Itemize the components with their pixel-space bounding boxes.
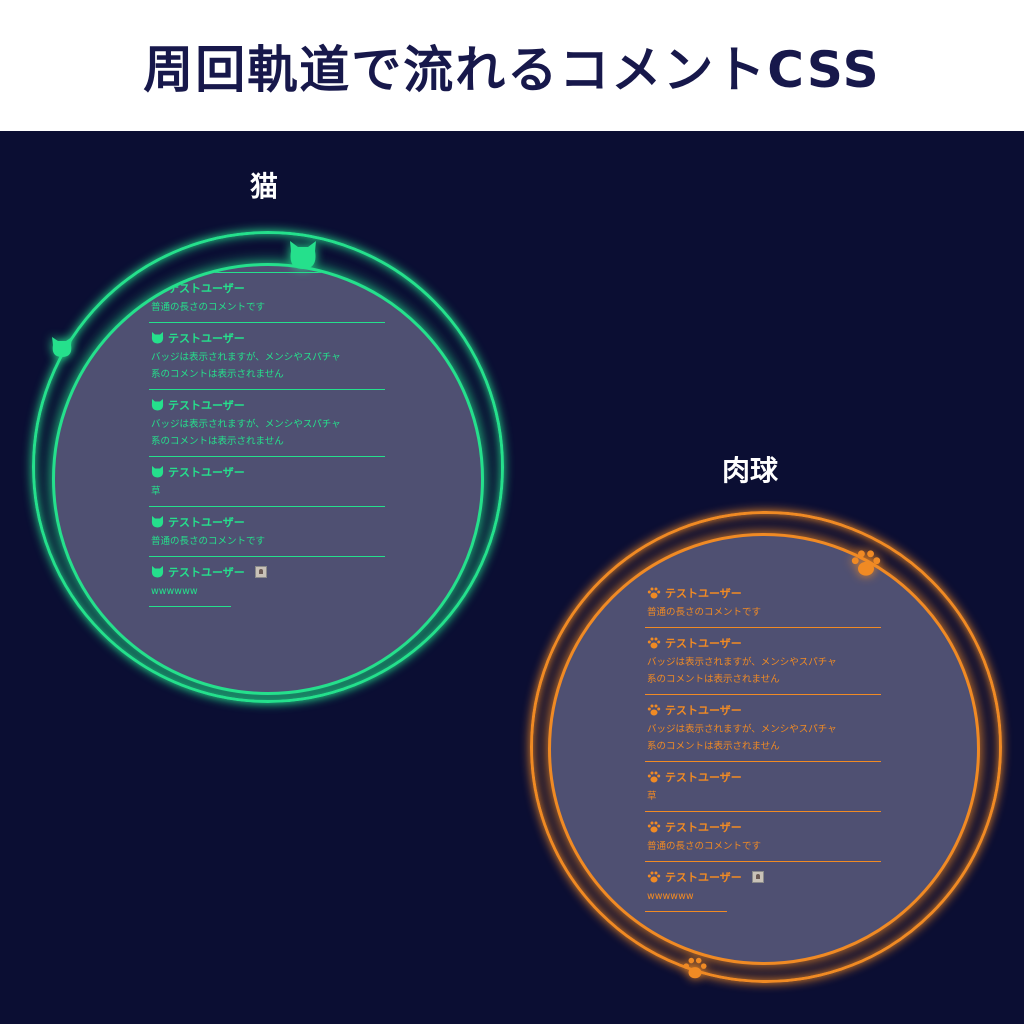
- comment-username: テストユーザー: [168, 332, 245, 345]
- comment-disc: テストユーザー 普通の長さのコメントです テストユーザー バッジは表示されますが…: [52, 263, 484, 695]
- comment-text: バッジは表示されますが、メンシやスパチャ 系のコメントは表示されません: [151, 352, 341, 380]
- comment-item: テストユーザー バッジは表示されますが、メンシやスパチャ 系のコメントは表示され…: [645, 695, 881, 762]
- preview-stage: 猫 肉球 テストユーザー 普通の長さのコメントです テストユーザー: [0, 131, 1024, 1024]
- comment-user-line: テストユーザー: [151, 463, 385, 481]
- paw-icon: [647, 704, 661, 716]
- cat-icon: [151, 516, 164, 528]
- comment-user-line: テストユーザー: [647, 818, 881, 836]
- comment-user-line: テストユーザー: [151, 396, 385, 414]
- comment-text: 普通の長さのコメントです: [151, 302, 266, 313]
- comment-text: バッジは表示されますが、メンシやスパチャ 系のコメントは表示されません: [151, 419, 341, 447]
- comment-user-line: テストユーザー: [647, 634, 881, 652]
- comment-username: テストユーザー: [168, 516, 245, 529]
- paw-icon: [851, 550, 881, 576]
- comment-text: 普通の長さのコメントです: [647, 841, 762, 852]
- comment-username: テストユーザー: [168, 399, 245, 412]
- cat-icon: [151, 332, 164, 344]
- orbit-panel-cat: テストユーザー 普通の長さのコメントです テストユーザー バッジは表示されますが…: [32, 231, 504, 703]
- comment-text: バッジは表示されますが、メンシやスパチャ 系のコメントは表示されません: [647, 724, 837, 752]
- paw-icon: [647, 587, 661, 599]
- comment-divider: [149, 266, 385, 273]
- paw-icon: [647, 771, 661, 783]
- comment-text: 普通の長さのコメントです: [151, 536, 266, 547]
- comment-item: テストユーザー 普通の長さのコメントです: [645, 578, 881, 628]
- comment-username: テストユーザー: [665, 704, 742, 717]
- comment-item: テストユーザー バッジは表示されますが、メンシやスパチャ 系のコメントは表示され…: [645, 628, 881, 695]
- comment-disc: テストユーザー 普通の長さのコメントです テストユーザー バッジは表示されますが…: [548, 533, 980, 965]
- comment-item: テストユーザー wwwwww: [645, 862, 764, 912]
- cat-icon: [290, 241, 316, 269]
- comment-user-line: テストユーザー: [151, 279, 385, 297]
- cat-icon: [151, 466, 164, 478]
- panel-title-paw: 肉球: [721, 454, 778, 487]
- badge-icon: [751, 871, 764, 883]
- comment-item: テストユーザー バッジは表示されますが、メンシやスパチャ 系のコメントは表示され…: [149, 390, 385, 457]
- paw-icon: [683, 957, 707, 979]
- cat-icon: [151, 566, 164, 578]
- cat-icon: [52, 337, 72, 357]
- comment-user-line: テストユーザー: [647, 768, 881, 786]
- orbit-ring: [530, 511, 1002, 983]
- comment-user-line: テストユーザー: [151, 513, 385, 531]
- paw-icon: [647, 871, 661, 883]
- comment-user-line: テストユーザー: [647, 868, 883, 886]
- paw-icon: [647, 821, 661, 833]
- comment-item: テストユーザー 普通の長さのコメントです: [149, 273, 385, 323]
- comment-item: テストユーザー 普通の長さのコメントです: [645, 812, 881, 862]
- orbit-ring: [32, 231, 504, 703]
- paw-icon: [647, 637, 661, 649]
- comment-text: バッジは表示されますが、メンシやスパチャ 系のコメントは表示されません: [647, 657, 837, 685]
- comment-list: テストユーザー 普通の長さのコメントです テストユーザー バッジは表示されますが…: [645, 578, 881, 912]
- badge-icon: [254, 566, 267, 578]
- orbit-panel-paw: テストユーザー 普通の長さのコメントです テストユーザー バッジは表示されますが…: [530, 511, 1002, 983]
- comment-item: テストユーザー 草: [645, 762, 881, 812]
- comment-username: テストユーザー: [168, 466, 245, 479]
- header-banner: 周回軌道で流れるコメントCSS: [0, 0, 1024, 131]
- cat-icon: [151, 399, 164, 411]
- comment-text: 草: [151, 486, 161, 497]
- comment-user-line: テストユーザー: [151, 563, 387, 581]
- comment-username: テストユーザー: [665, 771, 742, 784]
- comment-text: wwwwww: [151, 586, 198, 597]
- comment-user-line: テストユーザー: [647, 701, 881, 719]
- comment-user-line: テストユーザー: [151, 329, 385, 347]
- comment-username: テストユーザー: [168, 566, 245, 579]
- comment-item: テストユーザー wwwwww: [149, 557, 267, 607]
- comment-username: テストユーザー: [665, 587, 742, 600]
- comment-text: wwwwww: [647, 891, 694, 902]
- comment-username: テストユーザー: [665, 821, 742, 834]
- comment-text: 普通の長さのコメントです: [647, 607, 762, 618]
- comment-item: テストユーザー 草: [149, 457, 385, 507]
- comment-username: テストユーザー: [665, 637, 742, 650]
- comment-username: テストユーザー: [168, 282, 245, 295]
- page-title: 周回軌道で流れるコメントCSS: [143, 40, 881, 99]
- cat-icon: [151, 282, 164, 294]
- comment-user-line: テストユーザー: [647, 584, 881, 602]
- panel-title-cat: 猫: [249, 170, 278, 203]
- comment-item: テストユーザー バッジは表示されますが、メンシやスパチャ 系のコメントは表示され…: [149, 323, 385, 390]
- comment-text: 草: [647, 791, 657, 802]
- comment-username: テストユーザー: [665, 871, 742, 884]
- comment-list: テストユーザー 普通の長さのコメントです テストユーザー バッジは表示されますが…: [149, 266, 385, 607]
- comment-item: テストユーザー 普通の長さのコメントです: [149, 507, 385, 557]
